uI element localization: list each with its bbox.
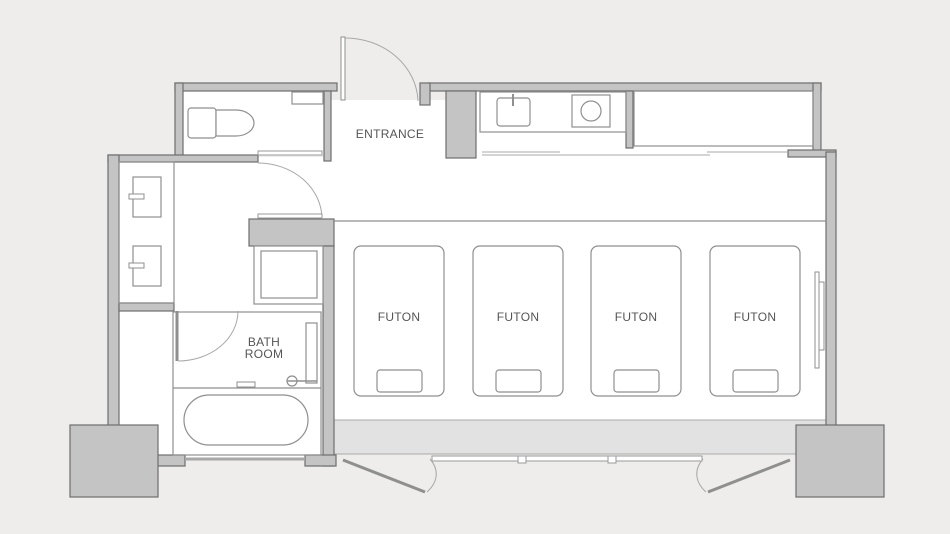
counter [479, 91, 627, 133]
entrance-door: ENTRANCE [340, 36, 424, 141]
futon-label: FUTON [497, 310, 540, 324]
wall-top-right [427, 82, 822, 92]
balcony-door-right-leaf [707, 458, 791, 494]
futon-2: FUTON [472, 245, 564, 397]
futon-pillow [613, 369, 660, 393]
walls [69, 82, 885, 498]
toilet-shelf [291, 91, 324, 105]
wall-toilet-left [174, 82, 184, 158]
wall-room-left [322, 245, 335, 467]
bathtub [183, 394, 309, 446]
storage-inner [260, 250, 318, 299]
wall-left-upper [107, 154, 259, 163]
wall-entrance-left [323, 90, 332, 162]
closet [633, 90, 814, 147]
windows [342, 455, 791, 494]
futon-mattress [353, 245, 445, 397]
futon-label: FUTON [734, 310, 777, 324]
futon-pillow [376, 369, 423, 393]
washroom-door-leaf [257, 213, 323, 219]
toilet-door [257, 150, 323, 220]
futon-label: FUTON [378, 310, 421, 324]
futon-pillow [495, 369, 542, 393]
bathroom: BATH ROOM [172, 310, 322, 461]
entrance-door-swing [344, 37, 419, 102]
storage-outer [253, 245, 324, 305]
window-mullion-2 [607, 455, 617, 464]
entrance-label: ENTRANCE [356, 127, 424, 141]
futon-pillow [732, 369, 779, 393]
kitchenette [479, 90, 814, 156]
washer-drum [580, 100, 602, 122]
wall-closet-divider [625, 90, 634, 149]
entrance-floor [330, 100, 446, 158]
tv-bracket [818, 281, 825, 351]
futon-4: FUTON [709, 245, 801, 397]
column-bottom-left [69, 424, 159, 498]
storage-box [253, 245, 324, 305]
washroom-door-swing [257, 162, 323, 220]
futon-3: FUTON [590, 245, 682, 397]
balcony-strip [333, 419, 827, 455]
wall-left [107, 154, 120, 427]
wall-bath-bottom [156, 454, 186, 467]
balcony-door-left-leaf [342, 458, 426, 494]
bathroom-label-line1: BATH [248, 335, 280, 349]
toilet-tank [187, 107, 217, 139]
column-bottom-right [795, 424, 885, 498]
tub-faucet [236, 381, 256, 388]
tv-panel [814, 271, 820, 369]
wall-toilet-top [174, 82, 338, 92]
futon-mattress [472, 245, 564, 397]
futon-label: FUTON [615, 310, 658, 324]
futon-1: FUTON [353, 245, 445, 397]
vanity [118, 161, 175, 304]
wall-right [825, 151, 837, 427]
wall-bath-divider [118, 302, 175, 312]
wall-mounted-tv [814, 271, 825, 369]
futon-mattress [590, 245, 682, 397]
window-frame [431, 455, 703, 462]
bathroom-enclosure [172, 311, 322, 456]
wall-right-upper [812, 82, 822, 156]
vanity-faucet-1 [128, 193, 145, 200]
entrance-door-leaf [340, 36, 346, 101]
futon-mattress [709, 245, 801, 397]
window-mullion-1 [517, 455, 527, 464]
balcony-door-right-swing [696, 458, 707, 493]
column-entrance [445, 90, 477, 159]
washer [571, 94, 611, 128]
bathroom-door-swing [177, 310, 239, 362]
toilet-bowl [215, 109, 255, 137]
main-room: FUTON FUTON FUTON FUTON [334, 220, 826, 397]
toilet-fixture [187, 91, 324, 139]
wall-entrance-jamb [419, 82, 431, 106]
bathroom-label-line2: ROOM [245, 347, 284, 361]
balcony-door-left-swing [426, 458, 437, 493]
wall-bath-bottom-right [304, 454, 337, 467]
toilet-door-leaf [257, 150, 323, 156]
wall-shower-top [248, 218, 335, 247]
vanity-faucet-2 [128, 262, 145, 269]
shower-panel [305, 322, 318, 384]
vanity-counter [118, 161, 175, 304]
